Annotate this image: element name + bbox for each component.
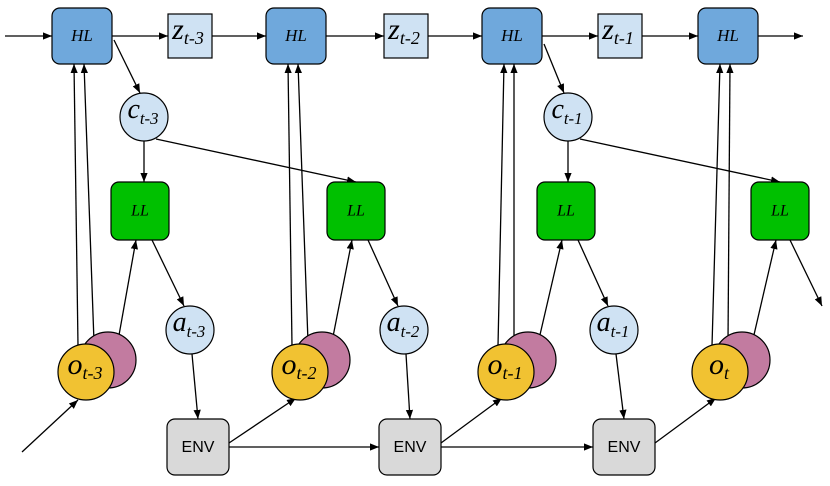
z-label-base: z [601,13,614,46]
z-label: zt-2 [387,13,420,48]
c-label-sub: t-1 [564,109,583,128]
a-label-base: a [173,307,187,338]
a-label: at-2 [387,307,420,340]
edge-hl-c [113,39,141,94]
ll-label: LL [556,203,575,220]
z-node [383,13,429,59]
hl-label: HL [70,26,93,45]
edge-hl-c [543,43,565,94]
edge-env-o [228,397,297,444]
env-label: ENV [608,439,641,456]
a-label: at-1 [597,307,630,340]
o-node [57,343,115,401]
o-label-base: o [488,348,503,381]
edge-a-env [405,353,414,420]
a-label-base: a [387,307,401,338]
a-node [589,305,639,355]
o-label-sub: t-3 [83,363,103,383]
edge-input-o [21,399,79,453]
a-label-sub: t-2 [401,322,420,341]
edge-o-ll [749,239,778,353]
edge-o-ll [329,239,354,353]
edge-o-hl [294,63,309,343]
a-label-sub: t-1 [611,322,630,341]
c-label: ct-1 [551,94,582,127]
c-label-sub: t-3 [140,109,159,128]
edge-o-hl [726,63,734,343]
edge-o-hl [80,63,95,343]
o-node [477,343,535,401]
o-label-base: o [282,348,297,381]
edges [5,32,823,453]
o-label-sub: t-2 [297,363,317,383]
o-label: ot-2 [282,348,317,383]
o-label-sub: t-1 [503,363,523,383]
hl-node [265,7,327,65]
env-label: ENV [182,439,215,456]
z-label-sub: t-1 [614,28,634,48]
z-node [597,13,643,59]
edge-env-o [440,397,503,444]
z-node [167,13,213,59]
env-node [592,418,656,476]
c-node [119,92,169,142]
c-node [543,92,593,142]
a-label-base: a [597,307,611,338]
ll-node [110,181,170,241]
z-label: zt-3 [171,13,204,48]
edge-ll-a [577,239,609,307]
edge-o-hl [70,63,79,347]
edge-c-ll [579,138,781,184]
c-label-base: c [127,94,140,125]
ll-label: LL [770,203,789,220]
edge-c-ll [155,138,357,184]
z-label: zt-1 [601,13,634,48]
hl-node [697,7,759,65]
ll-label: LL [130,203,149,220]
edge-o-ll [115,239,138,353]
edge-o-hl [711,63,724,347]
o-node [271,343,329,401]
env-node [378,418,442,476]
hl-label: HL [284,26,307,45]
o-node [691,343,749,401]
o-label: ot-3 [68,348,103,383]
edge-ll-a [367,239,399,307]
z-label-base: z [387,13,400,46]
z-label-sub: t-2 [400,28,420,48]
edge-o-hl [497,63,508,347]
o-label: ot-1 [488,348,523,383]
env-label: ENV [394,439,427,456]
a-label: at-3 [173,307,206,340]
o-label-sub: t [724,363,730,383]
edge-ll-a [151,239,185,307]
o-label-base: o [709,348,724,381]
edge-env-o [654,397,717,444]
ll-node [326,181,386,241]
hl-label: HL [716,26,739,45]
z-label-sub: t-3 [184,28,204,48]
hl-label: HL [500,26,523,45]
edge-a-env [615,353,627,420]
hl-node [481,7,543,65]
hl-node [51,7,113,65]
a-node [165,305,215,355]
edge-o-ll [535,239,564,353]
edge-a-env [191,353,201,420]
a-label-sub: t-3 [187,322,206,341]
o-label-base: o [68,348,83,381]
edge-ll-output [789,239,823,307]
z-label-base: z [171,13,184,46]
ll-label: LL [346,203,365,220]
c-label: ct-3 [127,94,158,127]
ll-node [750,181,810,241]
o-label: ot [709,348,730,383]
edge-o-hl [284,63,293,347]
a-node [379,305,429,355]
env-node [166,418,230,476]
c-label-base: c [551,94,564,125]
ll-node [536,181,596,241]
